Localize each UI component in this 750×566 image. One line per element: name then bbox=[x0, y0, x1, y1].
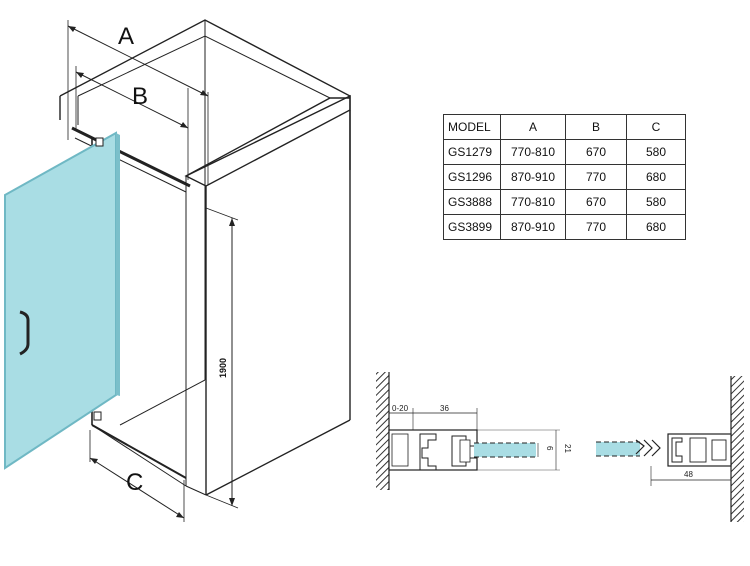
dimension-b-label: B bbox=[132, 83, 148, 110]
top-hinge bbox=[95, 137, 104, 147]
table-row: GS1279 770-810 670 580 bbox=[443, 139, 686, 165]
cell-b: 670 bbox=[565, 189, 627, 215]
profile-width-label: 21 bbox=[563, 444, 572, 453]
cell-a: 770-810 bbox=[500, 139, 566, 165]
table-row: GS1296 870-910 770 680 bbox=[443, 164, 686, 190]
header-b: B bbox=[565, 114, 627, 140]
model-dimensions-table: MODEL A B C GS1279 770-810 670 580 GS129… bbox=[443, 114, 686, 240]
profile-depth-label: 36 bbox=[440, 404, 449, 413]
cell-a: 770-810 bbox=[500, 189, 566, 215]
cell-a: 870-910 bbox=[500, 214, 566, 240]
adjust-range-label: 0-20 bbox=[392, 404, 409, 413]
cell-model: GS1279 bbox=[443, 139, 501, 165]
cell-model: GS1296 bbox=[443, 164, 501, 190]
dimension-height: 1900 bbox=[205, 207, 239, 509]
cell-b: 770 bbox=[565, 164, 627, 190]
dimension-c: C bbox=[89, 430, 185, 522]
table-row: GS3899 870-910 770 680 bbox=[443, 214, 686, 240]
dimension-b: B bbox=[75, 66, 189, 180]
cell-c: 680 bbox=[626, 164, 686, 190]
right-profile-detail: 48 bbox=[596, 376, 744, 522]
cell-model: GS3888 bbox=[443, 189, 501, 215]
bottom-hinge bbox=[93, 411, 102, 421]
cell-model: GS3899 bbox=[443, 214, 501, 240]
glass-thickness-label: 6 bbox=[545, 446, 554, 451]
left-profile-detail: 0-20 36 6 21 bbox=[376, 372, 572, 490]
table-header-row: MODEL A B C bbox=[443, 114, 686, 140]
dimension-c-label: C bbox=[126, 469, 143, 496]
header-model: MODEL bbox=[443, 114, 501, 140]
closing-profile-label: 48 bbox=[684, 470, 693, 479]
cell-c: 580 bbox=[626, 189, 686, 215]
header-a: A bbox=[500, 114, 566, 140]
cell-c: 680 bbox=[626, 214, 686, 240]
height-label: 1900 bbox=[218, 358, 228, 378]
cell-a: 870-910 bbox=[500, 164, 566, 190]
door-handle bbox=[19, 310, 30, 356]
left-wall-hatch bbox=[376, 372, 389, 490]
cell-c: 580 bbox=[626, 139, 686, 165]
dimension-a: A bbox=[67, 20, 209, 185]
dimension-a-label: A bbox=[118, 23, 134, 50]
right-wall-hatch bbox=[731, 376, 744, 522]
enclosure-drawing bbox=[4, 19, 351, 496]
table-row: GS3888 770-810 670 580 bbox=[443, 189, 686, 215]
cell-b: 670 bbox=[565, 139, 627, 165]
cell-b: 770 bbox=[565, 214, 627, 240]
header-c: C bbox=[626, 114, 686, 140]
